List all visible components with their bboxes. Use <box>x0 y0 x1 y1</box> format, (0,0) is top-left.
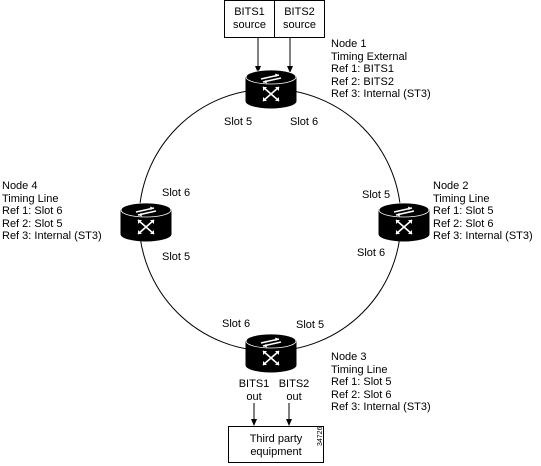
node4-slot-top-label: Slot 6 <box>162 187 191 199</box>
node2-info: Node 2 Timing Line Ref 1: Slot 5 Ref 2: … <box>433 180 533 242</box>
node4-info: Node 4 Timing Line Ref 1: Slot 6 Ref 2: … <box>2 180 102 242</box>
bits1-source-label: BITS1 source <box>232 6 267 31</box>
bits2-source-label: BITS2 source <box>282 6 317 31</box>
third-party-equipment-box: Third party equipment <box>228 426 324 463</box>
node2-device-icon <box>378 202 430 242</box>
node1-device-icon <box>245 69 297 109</box>
node3-slot-left-label: Slot 6 <box>222 318 251 330</box>
bits-source-divider <box>274 1 275 37</box>
node2-slot-top-label: Slot 5 <box>362 189 391 201</box>
node1-slot-left-label: Slot 5 <box>224 116 253 128</box>
bits1-out-label: BITS1 out <box>238 378 270 403</box>
node3-device-icon <box>245 333 297 373</box>
node4-slot-bottom-label: Slot 5 <box>162 251 191 263</box>
third-party-label: Third party equipment <box>249 433 303 458</box>
node2-slot-bottom-label: Slot 6 <box>357 247 386 259</box>
bits2-out-label: BITS2 out <box>278 378 310 403</box>
node1-slot-right-label: Slot 6 <box>290 116 319 128</box>
ring-line <box>138 88 402 352</box>
node3-slot-right-label: Slot 5 <box>296 319 325 331</box>
node1-info: Node 1 Timing External Ref 1: BITS1 Ref … <box>331 38 431 100</box>
node3-info: Node 3 Timing Line Ref 1: Slot 5 Ref 2: … <box>331 351 431 413</box>
bits-source-box: BITS1 source BITS2 source <box>224 0 325 38</box>
node4-device-icon <box>120 202 172 242</box>
figure-id: 34726 <box>317 426 324 446</box>
